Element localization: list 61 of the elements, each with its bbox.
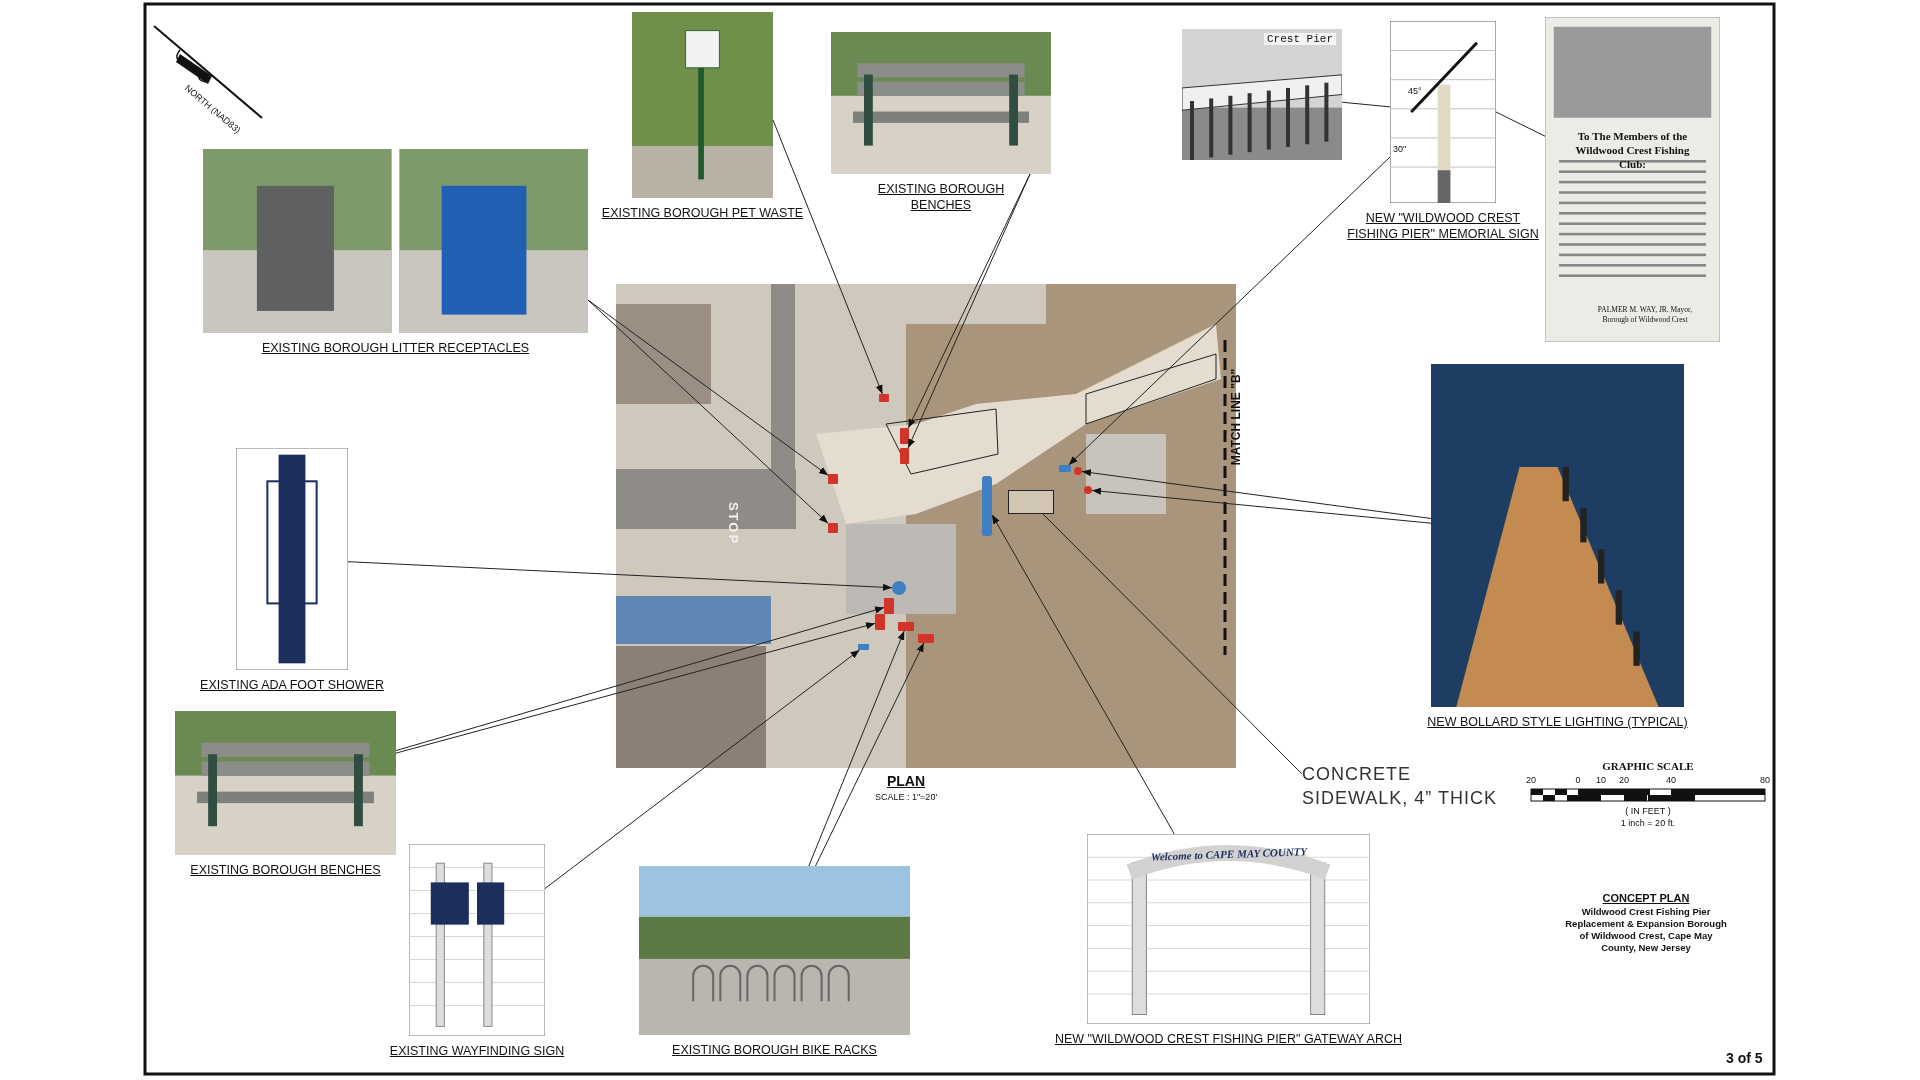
photo-caption: EXISTING BOROUGH BENCHES [876, 181, 1006, 213]
scale-tick-label: 20 [1619, 775, 1629, 785]
map-marker [828, 523, 838, 533]
sidewalk-outline [1008, 490, 1054, 514]
photo-caption: NEW "WILDWOOD CREST FISHING PIER" GATEWAY ARCH [1054, 1031, 1403, 1047]
leader-line [1091, 487, 1432, 524]
callout-text: CONCRETE SIDEWALK, 4” THICK [1302, 762, 1518, 814]
photo-label: Crest Pier [1264, 33, 1336, 45]
map-marker [884, 598, 894, 614]
sheet-number: 3 of 5 [1726, 1050, 1763, 1066]
photo-caption: EXISTING WAYFINDING SIGN [389, 1043, 565, 1059]
scale-note: ( IN FEET ) [1625, 806, 1671, 816]
scale-tick-label: 10 [1596, 775, 1606, 785]
photo-caption: EXISTING BOROUGH BENCHES [190, 862, 381, 878]
map-marker [1074, 467, 1082, 475]
scale-title: GRAPHIC SCALE [1602, 760, 1694, 772]
sheet-title: CONCEPT PLAN [1602, 892, 1690, 904]
leader-line [587, 299, 829, 524]
photo-caption: NEW "WILDWOOD CREST FISHING PIER" MEMORIAL SIGN [1346, 210, 1540, 242]
leader-line [587, 299, 829, 476]
plan-title: PLAN [886, 773, 926, 789]
scale-tick-label: 20 [1526, 775, 1536, 785]
map-marker [875, 614, 885, 630]
leader-line [544, 649, 860, 889]
leader-line [991, 514, 1175, 835]
leader-line [1081, 469, 1432, 519]
letter-heading: To The Members of the Wildwood Crest Fishing Club: [1574, 129, 1691, 171]
leader-line [1042, 513, 1303, 775]
photo-caption: NEW BOLLARD STYLE LIGHTING (TYPICAL) [1427, 714, 1688, 730]
map-marker [1059, 465, 1071, 472]
scale-note: 1 inch = 20 ft. [1620, 818, 1676, 828]
map-marker [1084, 486, 1092, 494]
map-marker [900, 428, 909, 444]
road-marking-text: STOP [726, 501, 742, 546]
map-marker [828, 474, 838, 484]
map-marker [879, 394, 889, 402]
map-marker [858, 644, 869, 650]
leader-line [1068, 156, 1391, 466]
leader-line [808, 630, 905, 867]
photo-caption: EXISTING BOROUGH LITTER RECEPTACLES [261, 340, 530, 356]
dimension-label: 45° [1408, 86, 1422, 96]
arch-sign-text: Welcome to CAPE MAY COUNTY [1150, 845, 1307, 863]
scale-tick-label: 0 [1575, 775, 1581, 785]
map-bar-marker [982, 476, 992, 536]
leader-line [815, 642, 925, 867]
map-marker [898, 622, 914, 631]
scale-note: SCALE : 1"=20' [874, 792, 938, 802]
leader-line [347, 561, 893, 591]
map-marker [900, 448, 909, 464]
scale-tick-label: 40 [1666, 775, 1676, 785]
leader-line [1341, 101, 1391, 108]
dimension-label: 30" [1393, 144, 1407, 154]
map-marker [918, 634, 934, 643]
scale-tick-label: 80 [1760, 775, 1770, 785]
match-line-label: MATCH LINE "B" [1229, 368, 1244, 466]
photo-caption: EXISTING BOROUGH PET WASTE [601, 205, 804, 221]
photo-caption: EXISTING BOROUGH BIKE RACKS [672, 1042, 877, 1058]
photo-caption: EXISTING ADA FOOT SHOWER [200, 677, 384, 693]
leader-line [1495, 111, 1546, 137]
project-description: Wildwood Crest Fishing Pier Replacement & Expansion Borough of Wildwood Crest, Cape May County, New Jersey [1564, 906, 1728, 954]
leader-line [772, 119, 883, 395]
